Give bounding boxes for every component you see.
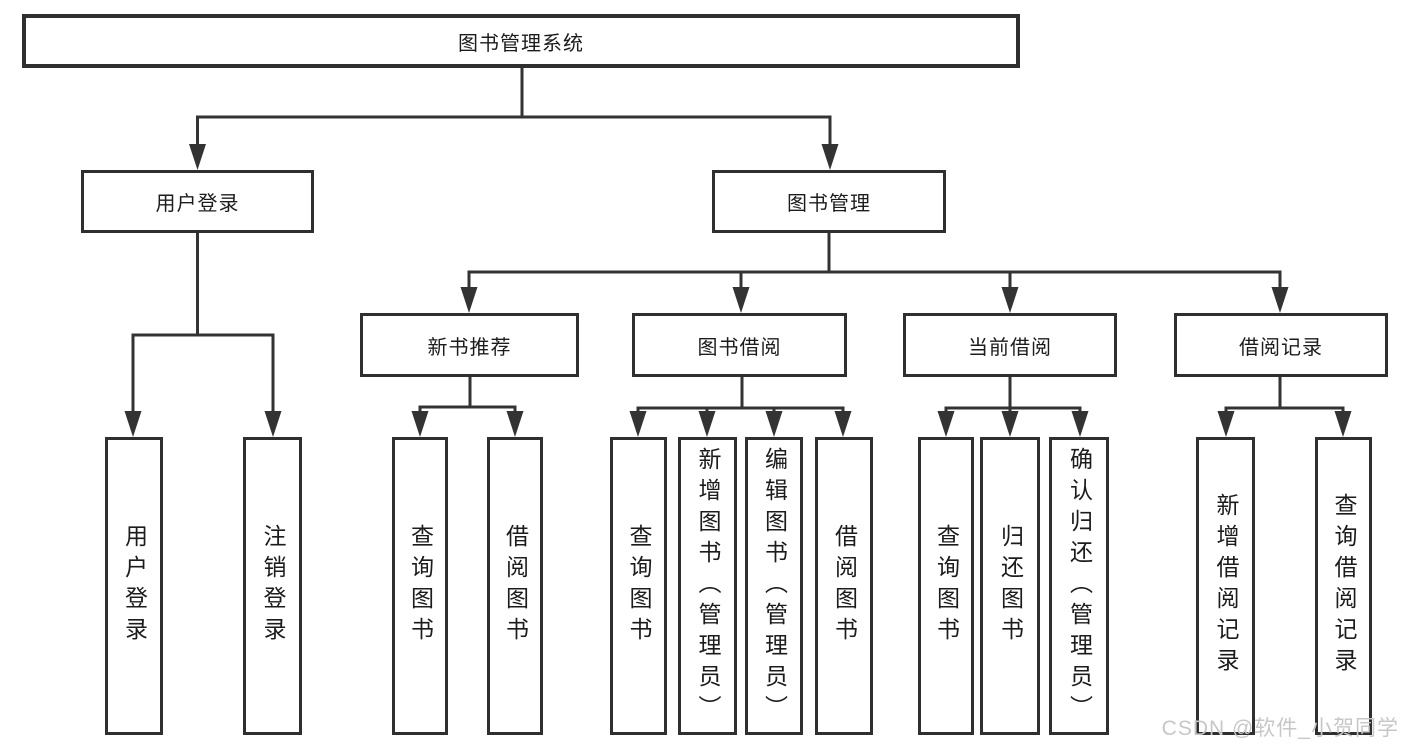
node-new-book-recommend: 新书推荐 bbox=[360, 313, 579, 377]
node-book-management: 图书管理 bbox=[712, 170, 946, 233]
node-label: 查询借阅记录 bbox=[1331, 493, 1357, 679]
node-label: 用户登录 bbox=[155, 193, 240, 215]
node-label: 借阅记录 bbox=[1239, 336, 1323, 359]
leaf-query-borrow-record: 查询借阅记录 bbox=[1315, 437, 1372, 735]
leaf-add-book-admin: 新增图书（管理员） bbox=[678, 437, 737, 735]
node-label: 图书管理 bbox=[787, 193, 871, 215]
node-label: 借阅图书 bbox=[502, 524, 529, 648]
arrowheads bbox=[124, 144, 1352, 437]
node-label: 图书借阅 bbox=[697, 336, 782, 359]
leaf-query-books-current: 查询图书 bbox=[918, 437, 974, 735]
node-user-login: 用户登录 bbox=[81, 170, 314, 233]
leaf-borrow-books-recommend: 借阅图书 bbox=[487, 437, 543, 735]
node-label: 确认归还（管理员） bbox=[1066, 446, 1093, 726]
node-borrow-records: 借阅记录 bbox=[1174, 313, 1388, 377]
leaf-logout: 注销登录 bbox=[243, 437, 302, 735]
csdn-watermark: CSDN @软件_小贺同学 bbox=[1161, 717, 1399, 740]
leaf-query-books-recommend: 查询图书 bbox=[392, 437, 448, 735]
node-label: 新增借阅记录 bbox=[1213, 493, 1239, 679]
node-label: 新书推荐 bbox=[427, 336, 512, 359]
node-label: 编辑图书（管理员） bbox=[761, 446, 788, 726]
node-label: 借阅图书 bbox=[831, 524, 858, 648]
leaf-query-books-borrow: 查询图书 bbox=[610, 437, 667, 735]
leaf-return-book: 归还图书 bbox=[980, 437, 1040, 735]
node-label: 新增图书（管理员） bbox=[695, 446, 721, 726]
node-label: 查询图书 bbox=[626, 524, 652, 648]
node-label: 当前借阅 bbox=[968, 336, 1052, 359]
node-label: 查询图书 bbox=[407, 524, 434, 648]
leaf-user-login: 用户登录 bbox=[105, 437, 163, 735]
node-book-borrow: 图书借阅 bbox=[632, 313, 847, 377]
leaf-borrow-books: 借阅图书 bbox=[815, 437, 873, 735]
node-label: 图书管理系统 bbox=[458, 32, 584, 55]
node-label: 查询图书 bbox=[933, 524, 960, 648]
leaf-edit-book-admin: 编辑图书（管理员） bbox=[745, 437, 803, 735]
node-label: 用户登录 bbox=[121, 524, 148, 648]
node-current-borrow: 当前借阅 bbox=[903, 313, 1117, 377]
node-label: 注销登录 bbox=[260, 524, 286, 648]
leaf-add-borrow-record: 新增借阅记录 bbox=[1196, 437, 1255, 735]
node-label: 归还图书 bbox=[997, 524, 1024, 648]
node-library-management-system: 图书管理系统 bbox=[22, 14, 1020, 68]
leaf-confirm-return-admin: 确认归还（管理员） bbox=[1049, 437, 1109, 735]
